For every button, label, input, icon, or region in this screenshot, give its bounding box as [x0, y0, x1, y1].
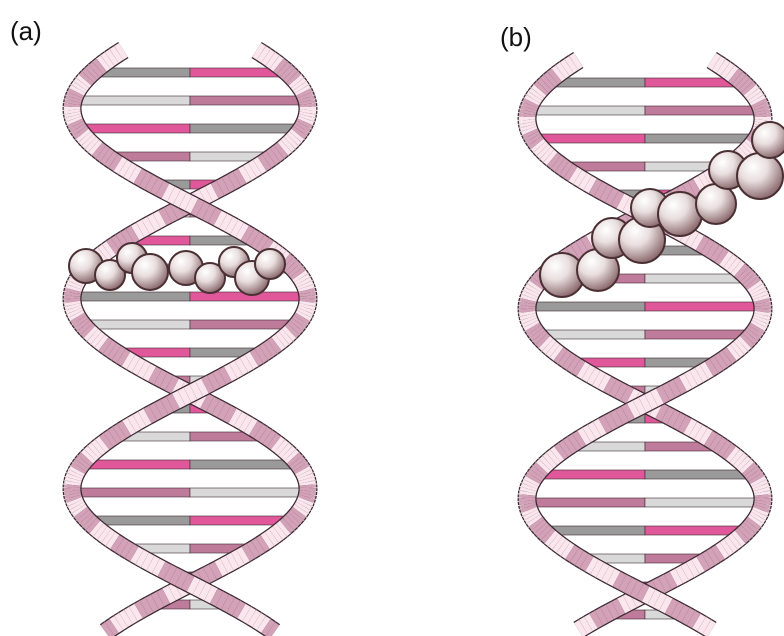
base-pair-half [190, 96, 307, 105]
base-pair-half [537, 470, 645, 479]
base-pair-half [190, 488, 308, 497]
base-pair-half [645, 134, 757, 143]
base-pair-half [528, 106, 645, 115]
base-pair-half [82, 460, 190, 469]
panel-a-dna-helix [69, 50, 308, 632]
base-pair-half [645, 470, 753, 479]
base-pair-half [645, 106, 762, 115]
particle-sphere-icon [696, 184, 736, 224]
particle-sphere-icon [658, 192, 702, 236]
particle-sphere-icon [737, 153, 783, 199]
particle-sphere-icon [132, 254, 168, 290]
base-pair-half [533, 134, 645, 143]
panel-b-label: (b) [500, 22, 532, 52]
panel-b-dna-helix [527, 60, 784, 630]
panel-a-label: (a) [10, 16, 42, 46]
particle-sphere-icon [752, 122, 784, 158]
base-pair-half [72, 292, 190, 301]
base-pair-half [190, 124, 302, 133]
base-pair-half [190, 460, 298, 469]
particle-sphere-icon [255, 249, 285, 279]
base-pair-half [645, 302, 763, 311]
base-pair-half [527, 498, 645, 507]
base-pair-half [78, 124, 190, 133]
base-pair-half [645, 498, 763, 507]
base-pair-half [72, 488, 190, 497]
base-pair-half [527, 302, 645, 311]
base-pair-half [73, 96, 190, 105]
